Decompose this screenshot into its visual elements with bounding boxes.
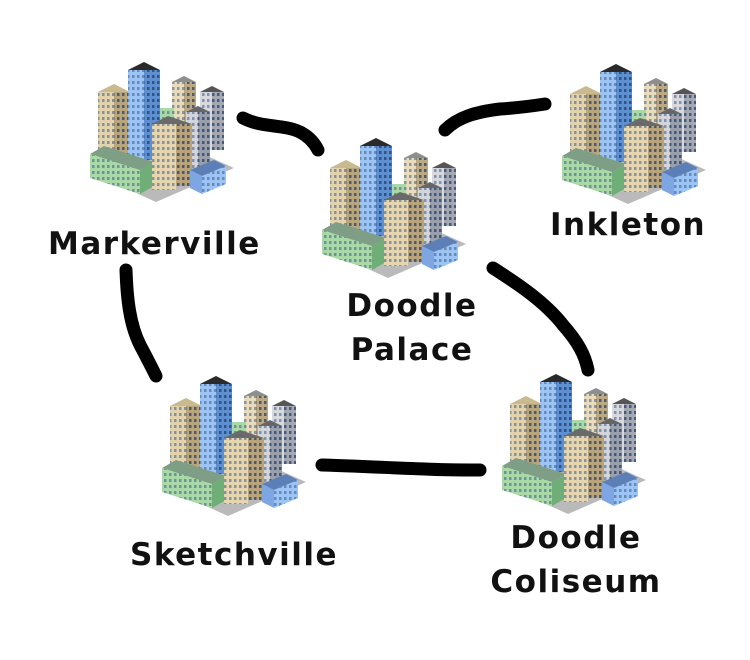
city-name: Inkleton <box>550 207 707 243</box>
city-label-doodle-coliseum: Doodle Coliseum <box>486 516 666 604</box>
city-name-line1: Doodle <box>346 288 478 324</box>
road-doodle-palace-doodle-coliseum <box>486 261 595 377</box>
city-name-line1: Doodle <box>510 520 642 556</box>
city-label-sketchville: Sketchville <box>130 533 338 577</box>
city-label-inkleton: Inkleton <box>550 203 706 247</box>
city-name: Markerville <box>48 226 261 262</box>
city-label-markerville: Markerville <box>48 222 261 266</box>
city-buildings-icon <box>502 374 646 514</box>
road-markerville-doodle-palace <box>236 111 325 157</box>
city-name: Sketchville <box>130 537 339 573</box>
road-doodle-palace-inkleton <box>438 97 552 137</box>
city-name-line2: Coliseum <box>490 564 662 600</box>
city-buildings-icon <box>90 62 234 202</box>
city-buildings-icon <box>562 64 706 204</box>
city-buildings-icon <box>322 138 466 278</box>
city-name-line2: Palace <box>350 332 474 368</box>
road-markerville-sketchville <box>119 263 163 383</box>
city-buildings-icon <box>162 376 306 516</box>
city-label-doodle-palace: Doodle Palace <box>342 284 482 372</box>
road-sketchville-doodle-coliseum <box>315 458 487 477</box>
